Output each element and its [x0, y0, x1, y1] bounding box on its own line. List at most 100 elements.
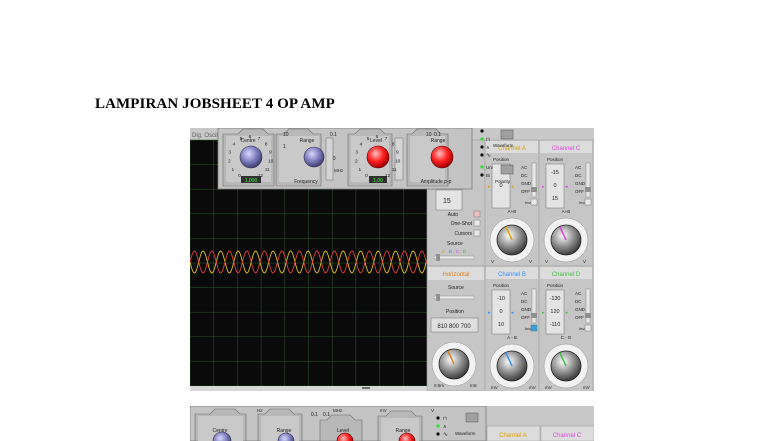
channel-coupling-gnd[interactable]: GND	[575, 307, 586, 312]
level-side-strip	[394, 137, 404, 181]
centre-dial-number: 10	[268, 159, 274, 165]
mhz-unit: MHz	[334, 168, 344, 173]
channel-header	[540, 141, 592, 153]
channel-header	[486, 267, 538, 279]
freq-range-switch[interactable]	[325, 137, 334, 181]
trigger-source-slider-handle[interactable]	[436, 254, 440, 261]
wave-led-4[interactable]	[480, 153, 484, 157]
centre-readout-value: 1.000	[245, 178, 258, 184]
channel-marker-icon: ▸	[488, 184, 491, 190]
channel-coupling-handle[interactable]	[531, 313, 537, 318]
horizontal-position-display[interactable]	[430, 317, 479, 333]
waveform-label-2: Waveform	[455, 431, 476, 436]
channel-coupling-dc[interactable]: DC	[575, 173, 582, 178]
channel-position-label: Position	[493, 283, 510, 288]
channel-coupling-ac[interactable]: AC	[575, 291, 582, 296]
channel-panel-c: Channel CPosition-15015▸◂ACDCGNDOFFInver…	[538, 139, 594, 267]
horizontal-panel: Horizontal Source Position 810 800 700 0…	[426, 265, 486, 391]
amplitude-range-frame-2: Range	[377, 410, 423, 441]
channel-position-display[interactable]	[545, 289, 565, 335]
channel-invert-toggle[interactable]	[584, 324, 592, 332]
centre-dial-number: 7	[258, 136, 261, 142]
amp-range-num-0-1: 0.1	[434, 132, 441, 138]
channel-coupling-switch[interactable]	[531, 162, 537, 198]
channel-math-label: C - D	[561, 335, 572, 340]
level-dial-number: 11	[392, 167, 397, 173]
cursors-toggle[interactable]	[473, 229, 481, 237]
waveform-button-2[interactable]	[465, 412, 479, 423]
trigger-source-a: A	[442, 249, 445, 254]
amplitude-range-knob[interactable]	[430, 145, 454, 169]
channel-position-display[interactable]	[491, 163, 511, 209]
centre-label: Centre	[240, 138, 255, 144]
level-dial-number: 10	[395, 159, 401, 165]
channel-coupling-gnd[interactable]: GND	[521, 181, 532, 186]
channel-invert-toggle[interactable]	[530, 198, 538, 206]
frequency-range-knob[interactable]	[303, 146, 325, 168]
channel-coupling-gnd[interactable]: GND	[521, 307, 532, 312]
centre-dial-number: 3	[228, 150, 231, 156]
wave-led-2-1[interactable]	[436, 416, 440, 420]
channel-position-display[interactable]	[491, 289, 511, 335]
oscilloscope-screenshot: Dig. Oscilloscope 15 Auto One-Shot Curso…	[190, 128, 594, 391]
channel-coupling-ac[interactable]: AC	[521, 291, 528, 296]
timebase-knob[interactable]	[431, 341, 477, 387]
horizontal-source-slider[interactable]	[433, 295, 475, 300]
channel-title: Channel D	[552, 272, 581, 278]
wave-led-1[interactable]	[480, 129, 484, 133]
freq-range-num-2a: 0.1	[311, 412, 318, 418]
frequency-range-frame-2: Range	[257, 408, 303, 441]
channel-a-title-2: Channel A	[499, 433, 527, 439]
channel-coupling-ac[interactable]: AC	[575, 165, 582, 170]
channel-coupling-switch[interactable]	[585, 288, 591, 324]
channel-invert-toggle[interactable]	[530, 324, 538, 332]
trace-channel-b	[190, 250, 428, 274]
level-knob-2[interactable]	[336, 432, 354, 441]
trigger-source-slider[interactable]	[433, 255, 475, 260]
auto-toggle[interactable]	[473, 210, 481, 218]
frequency-range-knob-2[interactable]	[277, 432, 295, 441]
resize-grip[interactable]	[362, 387, 370, 389]
channel-coupling-off[interactable]: OFF	[575, 315, 584, 320]
horizontal-source-handle[interactable]	[436, 294, 440, 301]
channel-position-display[interactable]	[545, 163, 565, 209]
channel-coupling-off[interactable]: OFF	[575, 189, 584, 194]
channel-coupling-handle[interactable]	[531, 187, 537, 192]
channel-coupling-switch[interactable]	[585, 162, 591, 198]
centre-dial-number: 4	[233, 142, 236, 148]
channel-coupling-handle[interactable]	[585, 187, 591, 192]
polarity-led-bi[interactable]	[480, 173, 484, 177]
channel-coupling-handle[interactable]	[585, 313, 591, 318]
centre-knob-2[interactable]	[212, 431, 232, 441]
amplitude-range-knob-2[interactable]	[398, 432, 416, 441]
one-shot-toggle[interactable]	[473, 219, 481, 227]
channel-invert-toggle[interactable]	[584, 198, 592, 206]
channel-coupling-dc[interactable]: DC	[521, 173, 528, 178]
channel-coupling-gnd[interactable]: GND	[575, 181, 586, 186]
channel-position-value: 10	[498, 322, 504, 328]
freq-range-num-1: 1	[283, 144, 286, 150]
channel-header	[486, 141, 538, 153]
polarity-button[interactable]	[500, 164, 514, 175]
sine-wave-icon: ∿	[486, 153, 491, 159]
wave-led-2-3[interactable]	[436, 432, 440, 436]
centre-knob[interactable]	[239, 145, 263, 169]
level-knob[interactable]	[366, 145, 390, 169]
channel-coupling-ac[interactable]: AC	[521, 165, 528, 170]
sine-wave-icon-2: ∿	[443, 432, 448, 438]
waveform-button[interactable]	[500, 129, 514, 140]
channel-coupling-off[interactable]: OFF	[521, 189, 530, 194]
channel-coupling-dc[interactable]: DC	[521, 299, 528, 304]
level-label: Level	[370, 138, 382, 144]
level-dial-number: 6	[376, 134, 379, 140]
polarity-led-uni[interactable]	[480, 165, 484, 169]
wave-led-2[interactable]	[480, 137, 484, 141]
channel-coupling-dc[interactable]: DC	[575, 299, 582, 304]
wave-led-2-2[interactable]	[436, 424, 440, 428]
square-wave-icon-2: ⊓	[443, 416, 447, 422]
wave-led-3[interactable]	[480, 145, 484, 149]
timebase-left-label: 0.5m	[434, 383, 444, 388]
channel-invert-label: Invert	[525, 200, 536, 205]
channel-coupling-switch[interactable]	[531, 288, 537, 324]
channel-coupling-off[interactable]: OFF	[521, 315, 530, 320]
